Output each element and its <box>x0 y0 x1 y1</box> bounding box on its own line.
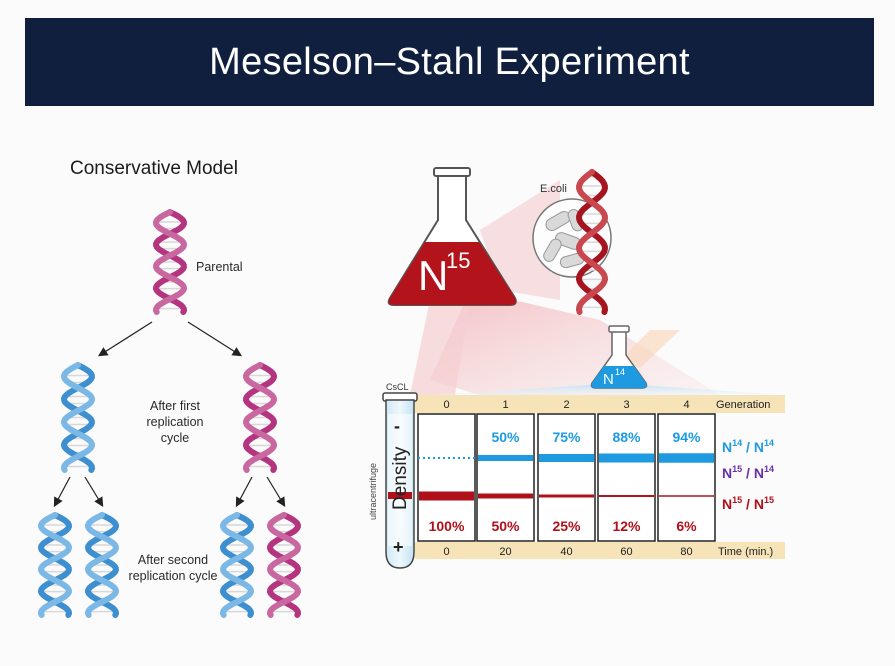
n14-flask-sup: 14 <box>615 367 625 377</box>
cscl-tube <box>382 392 418 569</box>
conservative-model-title: Conservative Model <box>70 158 238 179</box>
gradient-column-0 <box>417 413 476 542</box>
ultracentrifuge-label: ultracentrifuge <box>368 463 378 520</box>
gradient-column-2 <box>537 413 596 542</box>
tube-minus: - <box>394 416 400 436</box>
heavy-percent-4: 6% <box>676 518 697 534</box>
arrow-parent-right <box>187 321 243 357</box>
slide-title: Meselson–Stahl Experiment <box>209 40 690 83</box>
arrow-right-right <box>266 476 286 508</box>
ecoli-label: E.coli <box>540 183 567 195</box>
time-0: 0 <box>443 546 449 558</box>
legend-n15-n15: N15 / N15 <box>722 495 774 512</box>
heavy-percent-0: 100% <box>429 518 465 534</box>
generation-1: 1 <box>502 399 508 411</box>
second-cycle-helix-3 <box>219 512 255 618</box>
legend-n15-n14: N15 / N14 <box>722 464 774 481</box>
arrow-left-right <box>84 476 104 508</box>
heavy-band-1 <box>478 493 533 499</box>
gradient-column-3 <box>597 413 656 542</box>
orange-beam <box>620 330 680 368</box>
second-cycle-label: After second replication cycle <box>128 553 218 583</box>
generation-header: Generation <box>716 399 770 411</box>
time-header: Time (min.) <box>718 546 773 558</box>
ecoli-dna-helix <box>575 169 609 315</box>
svg-text:N14 / N14: N14 / N14 <box>722 438 774 455</box>
gradient-column-1 <box>476 413 535 542</box>
heavy-band-4 <box>659 495 714 497</box>
generation-4: 4 <box>683 399 689 411</box>
heavy-band-0 <box>419 491 474 501</box>
first-cycle-right-helix <box>242 362 278 473</box>
heavy-percent-3: 12% <box>612 518 641 534</box>
arrow-parent-left <box>97 321 153 357</box>
time-2: 40 <box>560 546 572 558</box>
density-label: Density <box>390 446 411 510</box>
n14-flask <box>590 325 648 389</box>
light-percent-1: 50% <box>491 429 520 445</box>
blue-beam <box>430 385 785 395</box>
red-beam-down <box>410 300 470 395</box>
heavy-band-3 <box>599 495 654 497</box>
cscl-label: CsCL <box>386 382 409 392</box>
generation-header-band <box>415 395 785 413</box>
time-1: 20 <box>499 546 511 558</box>
tube-plus: + <box>393 537 404 557</box>
light-band-1 <box>478 455 533 461</box>
generation-3: 3 <box>623 399 629 411</box>
svg-text:N15 / N15: N15 / N15 <box>722 495 774 512</box>
gradient-column-4 <box>657 413 716 542</box>
light-band-4 <box>659 453 714 463</box>
parental-label: Parental <box>196 260 243 274</box>
ecoli-dna-strands <box>575 169 609 315</box>
svg-text:N15 / N14: N15 / N14 <box>722 464 774 481</box>
heavy-percent-2: 25% <box>552 518 581 534</box>
red-beam <box>430 290 720 395</box>
light-percent-3: 88% <box>612 429 641 445</box>
generation-0: 0 <box>443 399 449 411</box>
heavy-percent-1: 50% <box>491 518 520 534</box>
arrow-left-left <box>53 476 71 508</box>
first-cycle-left-helix <box>60 362 96 473</box>
second-cycle-helix-4 <box>266 512 302 618</box>
time-3: 60 <box>620 546 632 558</box>
heavy-band-2 <box>539 494 594 498</box>
time-footer-band <box>415 542 785 559</box>
n15-flask-sup: 15 <box>446 248 470 273</box>
red-beam-up <box>480 180 560 300</box>
second-cycle-helix-2 <box>84 512 120 618</box>
parental-helix <box>152 209 188 315</box>
light-band-3 <box>599 453 654 463</box>
light-percent-4: 94% <box>672 429 701 445</box>
arrow-right-left <box>235 476 253 508</box>
legend-n14-n14: N14 / N14 <box>722 438 774 455</box>
time-4: 80 <box>680 546 692 558</box>
title-bar: Meselson–Stahl Experiment <box>25 18 874 106</box>
generation-2: 2 <box>563 399 569 411</box>
n15-flask <box>387 167 517 306</box>
light-band-2 <box>539 454 594 462</box>
first-cycle-label: After first replication cycle <box>146 399 204 445</box>
light-percent-2: 75% <box>552 429 581 445</box>
n15-flask-label: N <box>418 252 448 299</box>
second-cycle-helix-1 <box>37 512 73 618</box>
n14-flask-label: N <box>603 371 614 388</box>
ecoli-cells <box>543 209 585 269</box>
